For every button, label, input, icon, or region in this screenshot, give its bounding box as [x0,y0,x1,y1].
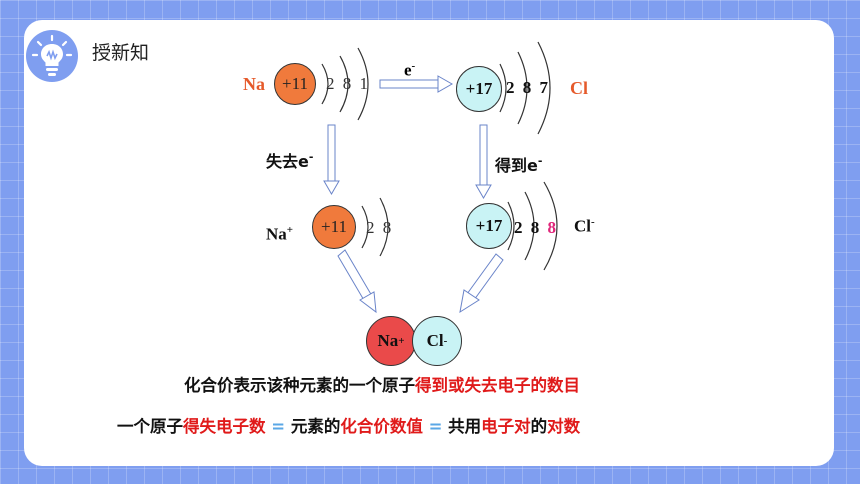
cl-symbol: Cl [570,78,588,98]
cl-ion-shell-arcs [507,181,558,271]
nacl-cl-ion: Cl- [412,316,462,366]
na-nucleus: +11 [274,63,316,105]
cl-ion-shell-electrons: 2 8 8 [514,218,558,237]
cl-ion-symbol: Cl- [574,216,595,236]
lightbulb-icon [26,30,78,82]
cl-shell-electrons: 2 8 7 [506,78,550,97]
valence-definition: 化合价表示该种元素的一个原子得到或失去电子的数目 [184,376,580,395]
na-ion-shell-electrons: 2 8 [366,218,394,237]
na-shell-arcs [321,47,369,121]
valence-equation: 一个原子得失电子数 = 元素的化合价数值 = 共用电子对的对数 [117,417,581,436]
electron-transfer-arrow [379,75,454,93]
na-symbol: Na [243,74,265,94]
cl-nucleus: +17 [456,66,502,112]
cl-ion-nucleus: +17 [466,203,512,249]
cl-shell-arcs [499,41,551,135]
na-nucleus-label: +11 [282,74,308,93]
na-ion-nucleus: +11 [312,205,356,249]
cl-nucleus-label: +17 [465,79,493,98]
electron-label: e- [404,60,416,80]
na-shell-electrons: 2 8 1 [326,74,370,93]
cl-ion-to-nacl-arrow [459,253,504,314]
gain-electron-arrow [475,124,492,200]
nacl-na-ion: Na+ [366,316,416,366]
na-ion-nucleus-label: +11 [321,217,347,236]
cl-ion-nucleus-label: +17 [475,216,503,235]
na-ion-to-nacl-arrow [337,249,377,314]
na-ion-shell-arcs [361,197,389,257]
content-card [24,20,834,466]
lose-electron-label: 失去e- [266,150,314,171]
section-title: 授新知 [92,42,150,64]
gain-electron-label: 得到e- [495,154,543,175]
lose-electron-arrow [323,124,340,196]
na-ion-symbol: Na+ [266,224,294,244]
